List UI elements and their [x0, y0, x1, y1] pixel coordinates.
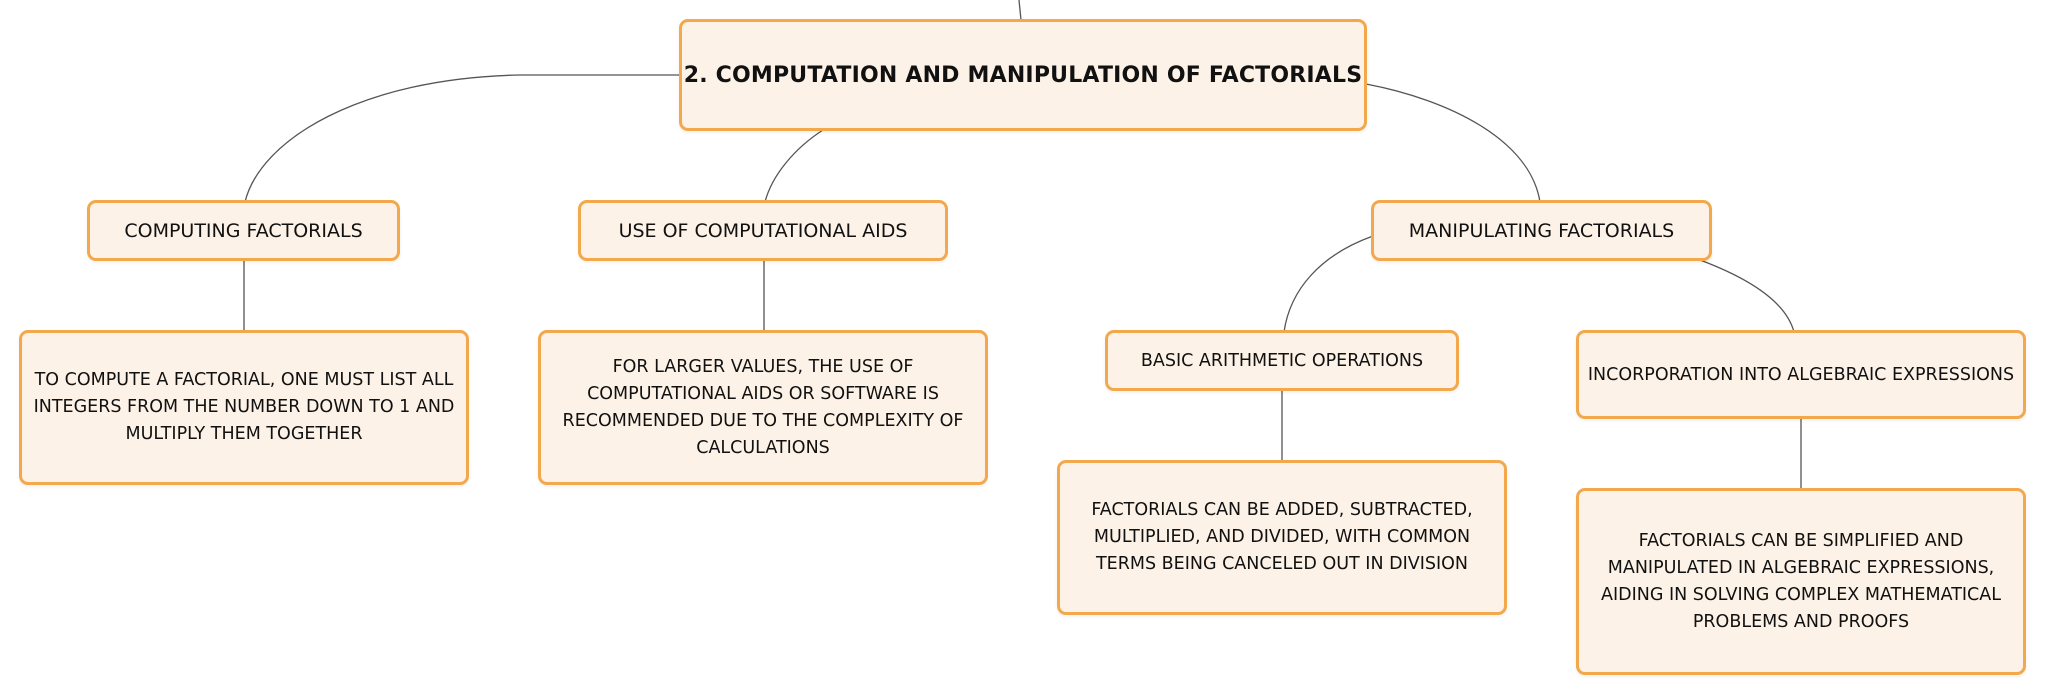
connector-root-to-manipulating — [1365, 83, 1541, 203]
basic-arithmetic-detail-text: FACTORIALS CAN BE ADDED, SUBTRACTED, MUL… — [1091, 500, 1473, 574]
computing-factorials-node[interactable]: COMPUTING FACTORIALS — [87, 200, 400, 261]
computational-aids-detail-node[interactable]: FOR LARGER VALUES, THE USE OF COMPUTATIO… — [538, 330, 988, 485]
basic-arithmetic-detail-node[interactable]: FACTORIALS CAN BE ADDED, SUBTRACTED, MUL… — [1057, 460, 1507, 615]
basic-arithmetic-node[interactable]: BASIC ARITHMETIC OPERATIONS — [1105, 330, 1459, 391]
computing-factorials-label: COMPUTING FACTORIALS — [124, 219, 363, 242]
connector-manipulating-to-arithmetic — [1283, 235, 1374, 333]
algebraic-expressions-detail-text: FACTORIALS CAN BE SIMPLIFIED AND MANIPUL… — [1601, 530, 2001, 632]
connector-parent-to-root — [1018, 0, 1022, 21]
basic-arithmetic-label: BASIC ARITHMETIC OPERATIONS — [1140, 350, 1424, 371]
algebraic-expressions-detail-node[interactable]: FACTORIALS CAN BE SIMPLIFIED AND MANIPUL… — [1576, 488, 2026, 675]
root-topic-node[interactable]: 2. COMPUTATION AND MANIPULATION OF FACTO… — [679, 19, 1367, 131]
manipulating-factorials-label: MANIPULATING FACTORIALS — [1408, 219, 1675, 242]
computational-aids-detail-text: FOR LARGER VALUES, THE USE OF COMPUTATIO… — [562, 356, 964, 458]
computing-factorials-detail-node[interactable]: TO COMPUTE A FACTORIAL, ONE MUST LIST AL… — [19, 330, 469, 485]
manipulating-factorials-node[interactable]: MANIPULATING FACTORIALS — [1371, 200, 1712, 261]
computational-aids-node[interactable]: USE OF COMPUTATIONAL AIDS — [578, 200, 948, 261]
root-topic-label: 2. COMPUTATION AND MANIPULATION OF FACTO… — [683, 62, 1363, 88]
algebraic-expressions-node[interactable]: INCORPORATION INTO ALGEBRAIC EXPRESSIONS — [1576, 330, 2026, 419]
connector-manipulating-to-algebraic — [1699, 259, 1795, 333]
connector-root-to-aids — [764, 129, 824, 203]
computational-aids-label: USE OF COMPUTATIONAL AIDS — [618, 219, 908, 242]
connector-root-to-computing — [244, 74, 680, 203]
computing-factorials-detail-text: TO COMPUTE A FACTORIAL, ONE MUST LIST AL… — [33, 370, 455, 444]
algebraic-expressions-label: INCORPORATION INTO ALGEBRAIC EXPRESSIONS — [1587, 364, 2015, 385]
